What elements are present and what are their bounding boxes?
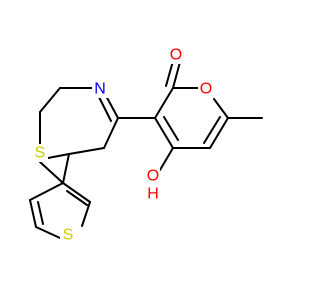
atom-o-carbonyl-label: O <box>170 47 182 64</box>
bond-ch2-ch2 <box>39 87 61 113</box>
bond-thiophene-link <box>62 153 70 184</box>
bond-hydroxyl <box>159 147 174 171</box>
bond-s-ch <box>39 161 64 184</box>
atom-s-ring-label: S <box>35 145 46 162</box>
atom-o-ring-label: O <box>200 81 212 98</box>
atom-n-label: N <box>94 81 106 98</box>
bond-c6-c5-a <box>209 117 229 149</box>
bond-th-c5-c4-a <box>29 199 37 228</box>
bond-c3-c2 <box>154 87 174 119</box>
bond-th-c4-c3 <box>29 182 64 201</box>
atom-oh-h-label: H <box>147 186 159 203</box>
atom-labels: N S O O O H S <box>32 46 214 244</box>
bond-c6-c5-b <box>203 116 221 144</box>
atom-s-thiophene-label: S <box>63 227 74 244</box>
bond-carbonyl-b <box>165 60 174 87</box>
bond-o1-c6 <box>213 98 229 119</box>
bond-c-n-double-b <box>98 96 112 122</box>
bond-s-ch-vertical <box>47 153 70 159</box>
bond-c4-c3-a <box>154 117 174 149</box>
bond-c4-c3-b <box>163 116 179 141</box>
atom-oh-o-label: O <box>147 168 159 185</box>
bond-ch2-c <box>103 117 119 149</box>
bond-ch-ch2 <box>68 147 105 155</box>
bond-carbonyl-a <box>172 61 181 89</box>
molecule-structure: N S O O O H S <box>29 46 263 244</box>
bond-th-c3-c2-a <box>62 182 91 203</box>
bond-th-s-c5 <box>35 226 61 239</box>
bond-th-c3-c2-b <box>66 190 88 206</box>
bond-th-c5-c4-b <box>37 201 44 225</box>
bonds <box>29 60 263 239</box>
bond-th-c2-s <box>81 201 91 227</box>
